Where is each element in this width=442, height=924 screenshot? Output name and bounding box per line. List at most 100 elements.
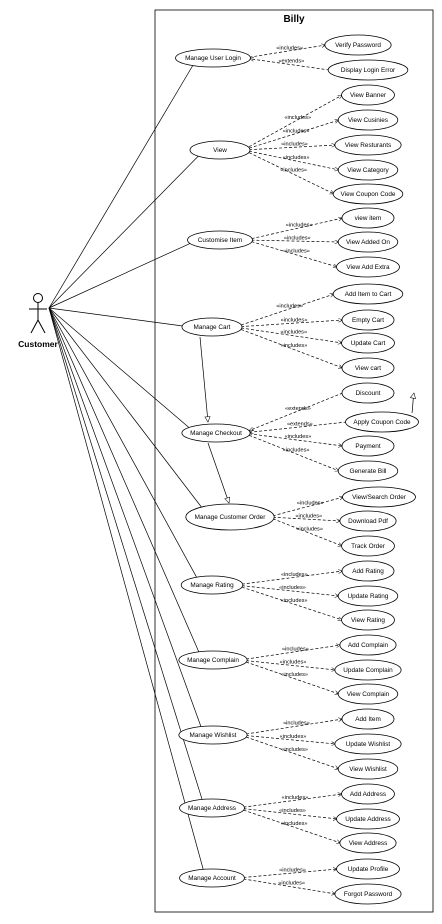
use-case-manage-wishlist-shape [178, 725, 248, 745]
use-case-update-complain-shape [334, 659, 402, 681]
use-case-view-rating-shape [341, 609, 395, 631]
dependency-manage-checkout-discount [249, 392, 343, 431]
use-case-download-pdf-label: Download Pdf [348, 518, 388, 525]
generalization-lines [199, 336, 414, 503]
system-title: Billy [283, 14, 305, 25]
use-case-customise-item-shape [187, 230, 253, 250]
use-case-view-resturants-label: View Resturants [345, 142, 391, 149]
use-case-add-complain-shape [339, 634, 397, 656]
association-manage-checkout [48, 307, 190, 428]
use-case-view-coupon-code-shape [332, 183, 404, 205]
dependency-manage-complain-view-complain-stereotype: «includes» [281, 672, 308, 678]
use-case-generate-bill-shape [337, 460, 399, 482]
dependency-manage-checkout-payment [249, 433, 343, 446]
use-case-manage-wishlist-label: Manage Wishlist [190, 732, 237, 739]
use-case-verify-password-shape [324, 34, 392, 56]
use-case-view-wishlist: View Wishlist [337, 758, 399, 780]
use-case-update-address-shape [336, 808, 400, 830]
generalization-cart-checkout [199, 336, 208, 422]
dependency-manage-complain-update-complain [246, 660, 336, 670]
use-case-payment: Payment [341, 435, 395, 457]
dependency-manage-rating-update-rating-stereotype: «includes» [279, 585, 306, 591]
dependency-manage-address-add-address-stereotype: «includes» [282, 795, 309, 801]
dependency-manage-customer-order-track-order-stereotype: «includes» [296, 527, 323, 533]
use-case-view-wishlist-label: View Wishlist [349, 766, 387, 773]
dependency-manage-rating-add-rating [241, 571, 343, 585]
use-case-manage-address-shape [179, 798, 245, 818]
use-case-view-rating-label: View Rating [351, 617, 385, 624]
use-case-view-cart-shape [341, 357, 395, 379]
actor-left-leg [30, 319, 39, 334]
association-manage-user-login [48, 65, 194, 309]
use-case-view-cart-label: View cart [355, 365, 381, 372]
use-case-update-complain: Update Complain [334, 659, 402, 681]
dependency-manage-wishlist-add-item [246, 719, 343, 735]
use-case-download-pdf-shape [339, 510, 397, 532]
use-case-update-cart: Update Cart [341, 332, 395, 354]
dependency-manage-wishlist-view-wishlist-stereotype: «includes» [281, 747, 308, 753]
use-case-view-label: View [213, 147, 227, 154]
use-case-forgot-password-label: Forgot Password [344, 891, 393, 898]
use-case-update-profile: Update Profile [336, 858, 400, 880]
use-case-view-shape [189, 140, 251, 160]
use-case-view-item: view item [341, 207, 395, 229]
use-case-generate-bill-label: Generate Bill [350, 468, 387, 475]
use-case-update-wishlist-label: Update Wishlist [346, 741, 391, 748]
generalization-checkout-order [207, 442, 229, 503]
use-case-manage-rating-shape [180, 575, 244, 595]
use-case-manage-wishlist: Manage Wishlist [178, 725, 248, 745]
dependency-manage-address-view-address-stereotype: «includes» [281, 821, 308, 827]
use-case-view-search-order: View/Search Order [342, 486, 416, 508]
use-case-update-rating-label: Update Rating [348, 593, 389, 600]
dependency-customise-item-view-item-stereotype: «includes» [286, 223, 313, 229]
use-case-view-cusinies-shape [337, 109, 399, 131]
use-case-payment-shape [341, 435, 395, 457]
use-case-manage-complain-shape [178, 650, 248, 670]
dependency-manage-address-update-address-stereotype: «includes» [279, 808, 306, 814]
use-case-add-rating-label: Add Rating [352, 568, 384, 575]
use-case-empty-cart: Empty Cart [341, 309, 395, 331]
actor-label: Customer [18, 339, 58, 349]
use-case-view-cart: View cart [341, 357, 395, 379]
association-manage-account [48, 307, 204, 870]
dependency-view-view-category [249, 150, 339, 170]
association-manage-rating [48, 307, 198, 578]
use-case-update-cart-shape [341, 332, 395, 354]
use-case-manage-user-login: Manage User Login [175, 48, 251, 68]
use-case-empty-cart-shape [341, 309, 395, 331]
use-case-manage-customer-order-shape [185, 503, 275, 531]
dependency-manage-rating-view-rating-stereotype: «includes» [281, 598, 308, 604]
use-case-view: View [189, 140, 251, 160]
use-case-add-rating-shape [341, 560, 395, 582]
dependency-manage-cart-update-cart [241, 327, 342, 343]
use-case-update-rating-shape [337, 585, 399, 607]
dependency-manage-address-update-address [243, 808, 337, 819]
use-case-update-wishlist: Update Wishlist [334, 733, 402, 755]
dependency-view-view-cusinies-stereotype: «includes» [283, 128, 310, 134]
use-case-display-login-error-label: Display Login Error [341, 67, 396, 74]
use-case-track-order: Track Order [341, 535, 395, 557]
use-case-view-item-label: view item [355, 215, 382, 222]
use-case-verify-password: Verify Password [324, 34, 392, 56]
use-case-add-complain-label: Add Complain [348, 642, 389, 649]
use-case-display-login-error: Display Login Error [327, 59, 409, 81]
association-manage-wishlist [48, 307, 202, 727]
generalization-coupon-discount [412, 393, 414, 414]
actor-head [33, 293, 43, 303]
association-lines [48, 65, 204, 870]
use-case-manage-rating: Manage Rating [180, 575, 244, 595]
use-case-manage-complain-label: Manage Complain [187, 657, 239, 664]
use-case-view-banner-label: View Banner [350, 92, 387, 99]
use-case-manage-customer-order-label: Manage Customer Order [195, 514, 267, 521]
use-case-view-banner: View Banner [341, 84, 395, 106]
dependency-manage-complain-add-complain-stereotype: «includes» [282, 646, 309, 652]
use-case-add-rating: Add Rating [341, 560, 395, 582]
use-case-add-item: Add Item [341, 708, 395, 730]
use-case-manage-rating-label: Manage Rating [190, 582, 234, 589]
use-case-update-cart-label: Update Cart [351, 340, 386, 347]
dependency-manage-wishlist-update-wishlist [246, 735, 336, 744]
dependency-manage-customer-order-view-search-order-stereotype: «includes» [297, 501, 324, 507]
dependency-manage-account-update-profile [243, 869, 337, 878]
dependency-manage-user-login-display-login-error-stereotype: «extends» [278, 59, 304, 65]
use-case-discount: Discount [341, 382, 395, 404]
